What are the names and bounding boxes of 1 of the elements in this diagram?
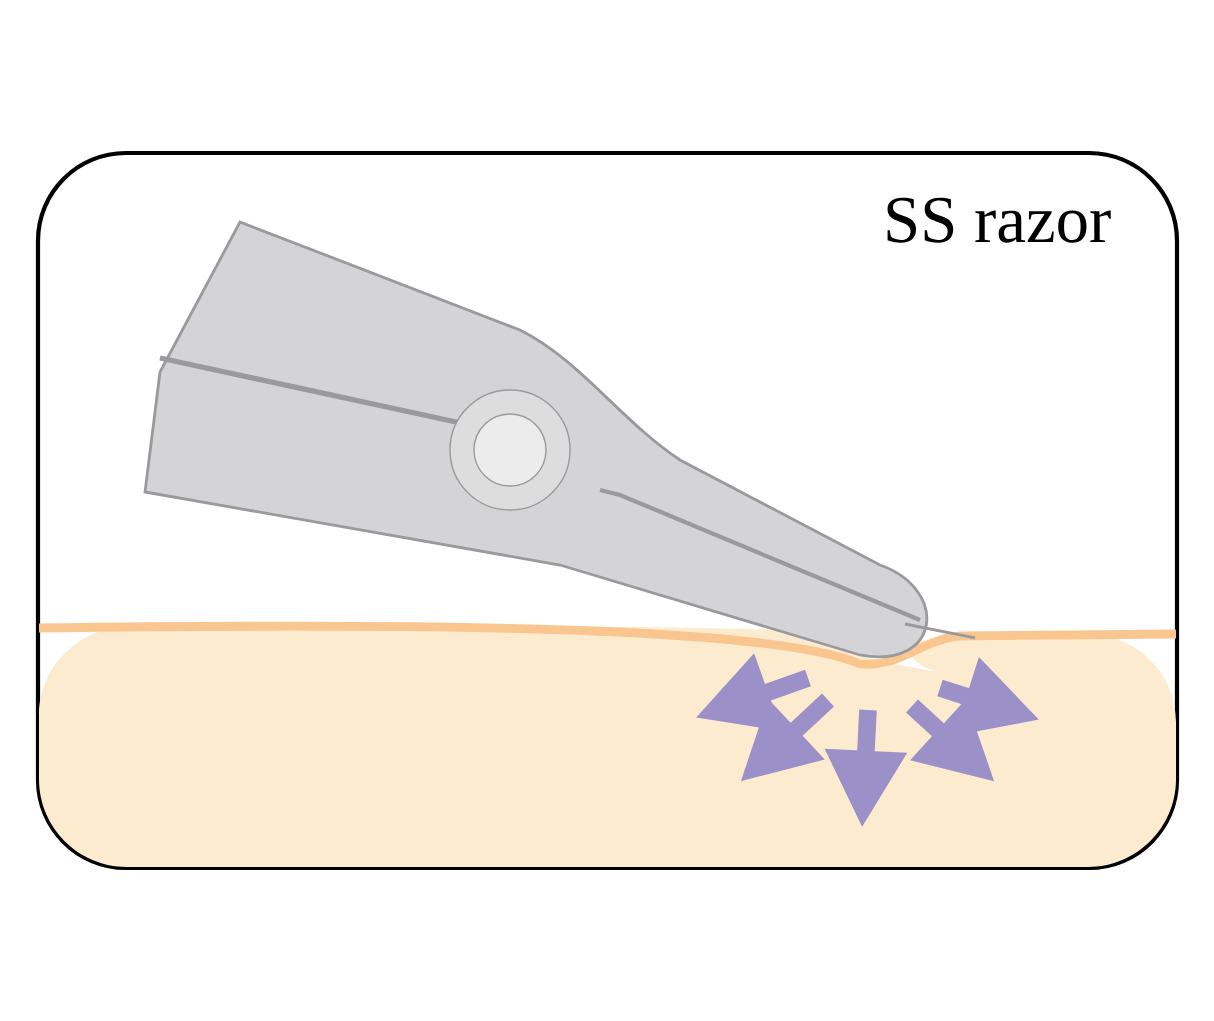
product-label: SS razor [887,197,1111,243]
